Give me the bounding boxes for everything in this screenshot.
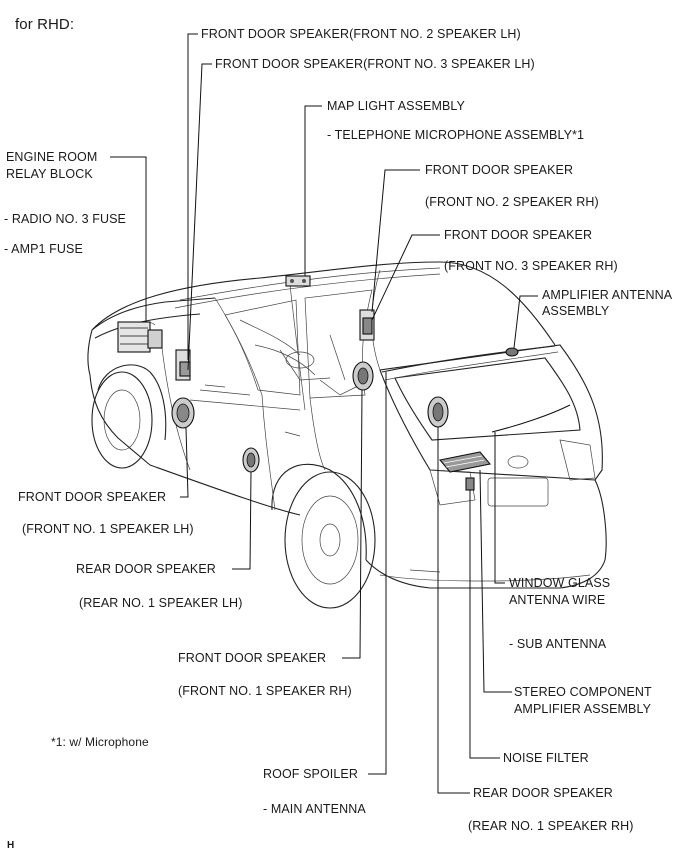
front-no3-speaker-rh-label: (FRONT NO. 3 SPEAKER RH)	[444, 259, 618, 273]
stereo-amplifier-label-line1: STEREO COMPONENT	[514, 685, 652, 699]
rear-no1-speaker-rh-label: (REAR NO. 1 SPEAKER RH)	[468, 819, 634, 833]
front-no1-speaker-rh-label: (FRONT NO. 1 SPEAKER RH)	[178, 684, 352, 698]
amp-fuse-label: - AMP1 FUSE	[4, 242, 83, 256]
amplifier-antenna-part	[505, 347, 519, 357]
front-no2-3-speaker-rh-part	[359, 309, 375, 341]
amplifier-antenna-label-line1: AMPLIFIER ANTENNA	[542, 288, 673, 302]
front-no1-speaker-lh-part	[171, 397, 195, 429]
engine-room-label-line2: RELAY BLOCK	[6, 167, 93, 181]
telephone-microphone-label: - TELEPHONE MICROPHONE ASSEMBLY*1	[327, 128, 585, 142]
noise-filter-label: NOISE FILTER	[503, 751, 589, 765]
rear-no1-speaker-lh-label: (REAR NO. 1 SPEAKER LH)	[79, 596, 243, 610]
front-door-speaker-no3-lh-label: FRONT DOOR SPEAKER(FRONT NO. 3 SPEAKER L…	[215, 57, 535, 71]
stereo-amplifier-part	[438, 451, 492, 473]
noise-filter-part	[465, 477, 475, 491]
front-door-speaker-no3-rh-label: FRONT DOOR SPEAKER	[444, 228, 593, 242]
map-light-assembly-label: MAP LIGHT ASSEMBLY	[327, 99, 465, 113]
front-no1-speaker-lh-label: (FRONT NO. 1 SPEAKER LH)	[22, 522, 194, 536]
window-glass-antenna-label-line2: ANTENNA WIRE	[509, 593, 606, 607]
window-glass-antenna-wire-part	[491, 404, 571, 433]
rear-door-speaker-rh-label: REAR DOOR SPEAKER	[473, 786, 613, 800]
amplifier-antenna-label-line2: ASSEMBLY	[542, 304, 610, 318]
front-no2-speaker-rh-label: (FRONT NO. 2 SPEAKER RH)	[425, 195, 599, 209]
suv-body-outline	[87, 261, 607, 609]
page-title: for RHD:	[15, 16, 75, 33]
rear-no1-speaker-rh-part	[427, 396, 449, 428]
engine-room-label-line1: ENGINE ROOM	[6, 150, 98, 164]
footnote: *1: w/ Microphone	[51, 735, 149, 749]
rear-no1-speaker-lh-part	[242, 447, 260, 473]
stereo-amplifier-label-line2: AMPLIFIER ASSEMBLY	[514, 702, 652, 716]
rear-door-speaker-lh-label: REAR DOOR SPEAKER	[76, 562, 216, 576]
front-no2-3-speaker-lh-part	[175, 349, 191, 381]
map-light-assembly-part	[285, 275, 311, 287]
front-door-speaker-no1-rh-label: FRONT DOOR SPEAKER	[178, 651, 327, 665]
front-door-speaker-no2-lh-label: FRONT DOOR SPEAKER(FRONT NO. 2 SPEAKER L…	[201, 27, 521, 41]
front-no1-speaker-rh-part	[352, 361, 374, 391]
radio-fuse-label: - RADIO NO. 3 FUSE	[4, 212, 126, 226]
engine-room-relay-block-part	[117, 321, 163, 353]
front-door-speaker-no2-rh-label: FRONT DOOR SPEAKER	[425, 163, 574, 177]
corner-mark: H	[7, 840, 15, 851]
sub-antenna-label: - SUB ANTENNA	[509, 637, 607, 651]
main-antenna-label: - MAIN ANTENNA	[263, 802, 366, 816]
front-door-speaker-no1-lh-label: FRONT DOOR SPEAKER	[18, 490, 167, 504]
roof-spoiler-label: ROOF SPOILER	[263, 767, 358, 781]
leader-lines	[110, 33, 538, 794]
window-glass-antenna-label-line1: WINDOW GLASS	[509, 576, 611, 590]
